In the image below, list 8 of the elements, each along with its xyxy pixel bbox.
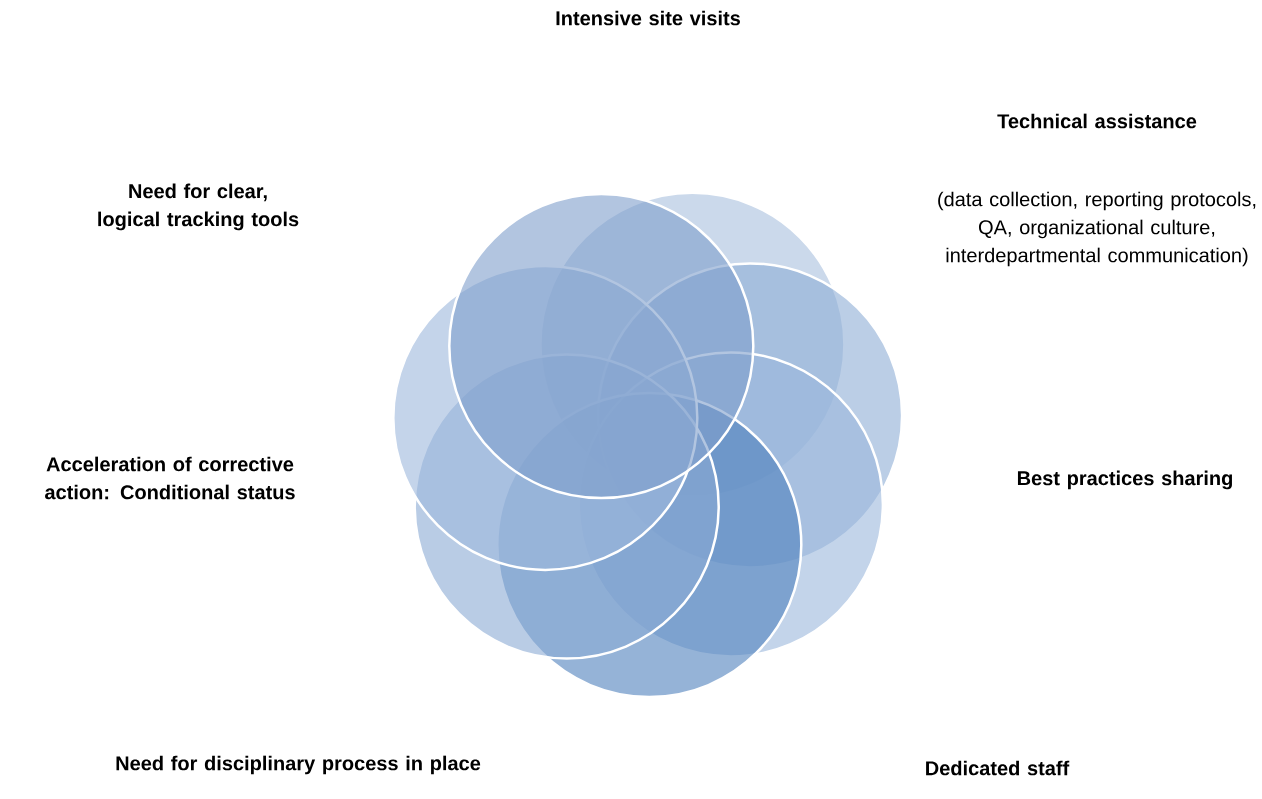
label-text: Acceleration of corrective action: Conditional status: [45, 456, 295, 500]
label-text: Dedicated staff: [926, 760, 1070, 776]
label-text: Need for disciplinary process in place: [116, 755, 481, 775]
label-text: Intensive site visits: [556, 10, 740, 26]
label-text: Best practices sharing: [1017, 470, 1232, 490]
description-text: (data collection, reporting protocols, QA, organizational culture, interdepartmental communication): [938, 191, 1256, 267]
label-text: Need for clear, logical tracking tools: [98, 183, 299, 231]
label-text: Technical assistance: [997, 113, 1197, 129]
